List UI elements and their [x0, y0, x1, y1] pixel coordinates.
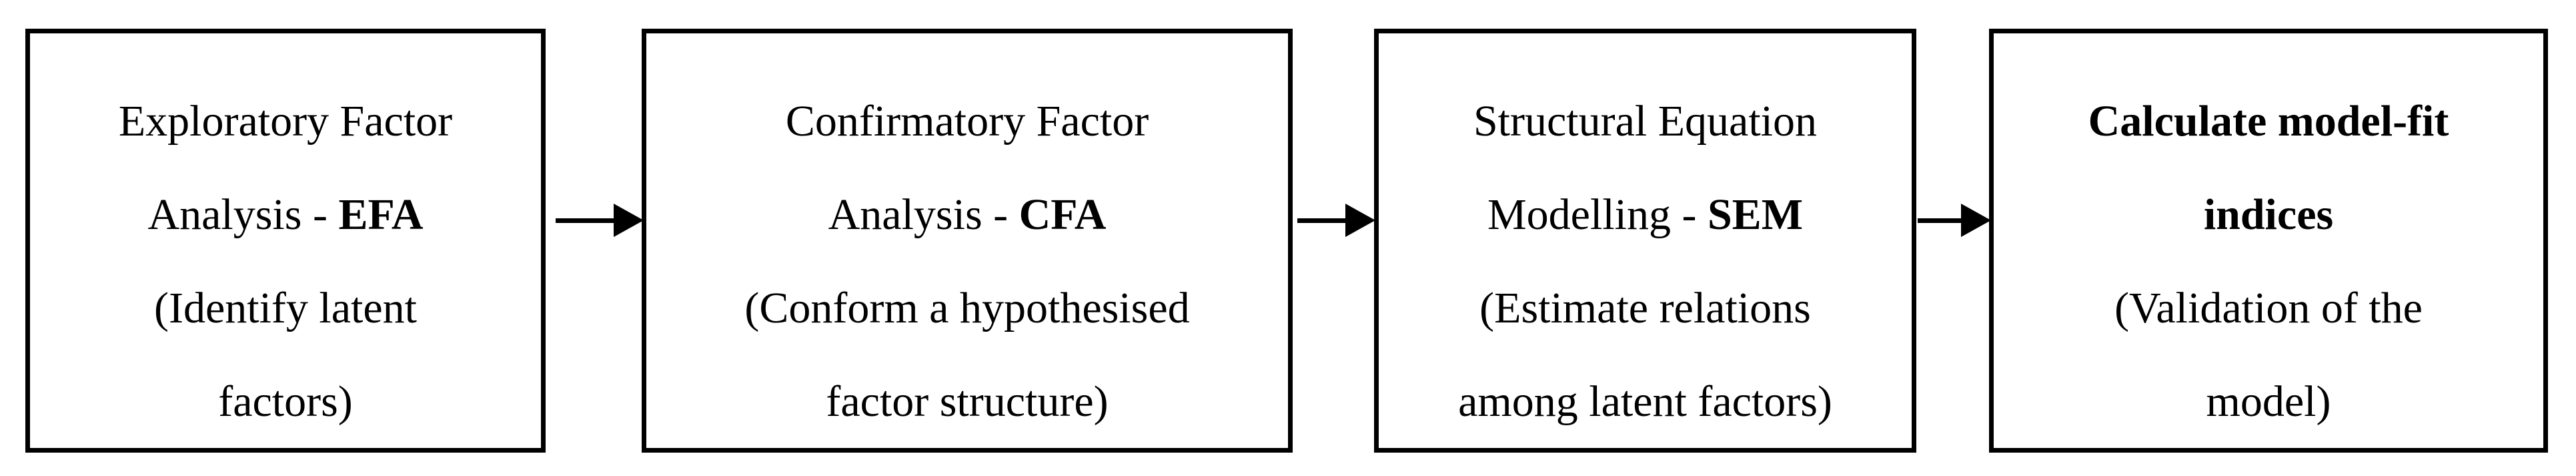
box-text-line: among latent factors) [1458, 377, 1832, 426]
box-text-line: (Identify latent [153, 284, 417, 332]
flow-box-model-fit: Calculate model-fit indices (Validation … [1989, 29, 2548, 453]
box-text-line: Confirmatory Factor [785, 97, 1149, 146]
flow-box-efa: Exploratory Factor Analysis - EFA (Ident… [25, 29, 546, 453]
box-text-line: Analysis - CFA [828, 190, 1107, 239]
arrow-line [1297, 218, 1346, 223]
flow-box-cfa: Confirmatory Factor Analysis - CFA (Conf… [642, 29, 1293, 453]
right-arrow-icon [614, 204, 644, 237]
box-text-line: Calculate model-fit [2088, 97, 2449, 146]
box-text-line: (Validation of the [2114, 284, 2423, 332]
box-text-line: Structural Equation [1473, 97, 1818, 146]
box-text-line: Exploratory Factor [118, 97, 453, 146]
right-arrow-icon [1961, 204, 1991, 237]
box-text-line: indices [2203, 190, 2334, 239]
box-text-line: Modelling - SEM [1487, 190, 1803, 239]
box-text-line: Analysis - EFA [147, 190, 424, 239]
arrow-line [1918, 218, 1962, 223]
box-text-line: factors) [218, 377, 353, 426]
box-text-line: factor structure) [826, 377, 1109, 426]
arrow-line [556, 218, 614, 223]
right-arrow-icon [1345, 204, 1375, 237]
box-text-line: model) [2206, 377, 2331, 426]
flow-box-sem: Structural Equation Modelling - SEM (Est… [1374, 29, 1916, 453]
box-text-line: (Estimate relations [1479, 284, 1811, 332]
box-text-line: (Conform a hypothesised [744, 284, 1190, 332]
